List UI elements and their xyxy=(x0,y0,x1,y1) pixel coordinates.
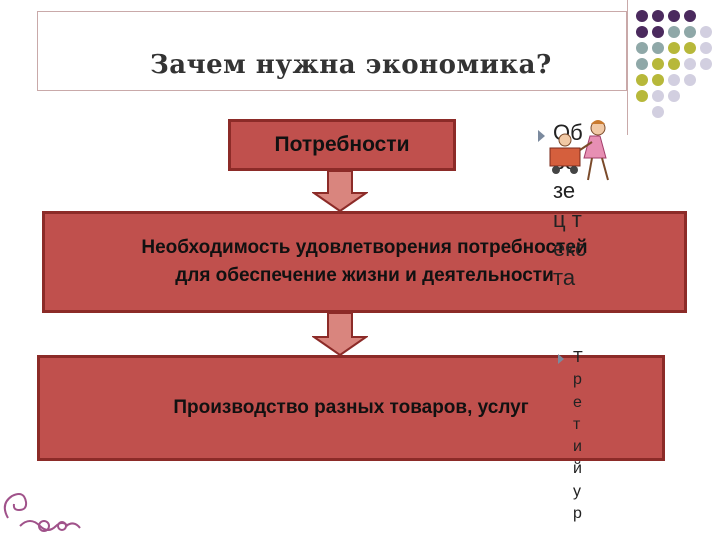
dot xyxy=(636,26,648,38)
dot xyxy=(700,42,712,54)
production-label: Производство разных товаров, услуг xyxy=(173,397,528,419)
dot xyxy=(652,58,664,70)
dot xyxy=(668,26,680,38)
dot xyxy=(684,42,696,54)
dot xyxy=(652,74,664,86)
dot xyxy=(636,58,648,70)
dot xyxy=(668,74,680,86)
dot xyxy=(668,90,680,102)
dot xyxy=(700,58,712,70)
production-box: Производство разных товаров, услуг xyxy=(37,355,665,461)
arrow-down-icon xyxy=(312,313,368,357)
arrow-down-icon xyxy=(312,171,368,213)
divider-line xyxy=(627,0,628,135)
dot xyxy=(652,26,664,38)
dot xyxy=(652,90,664,102)
placeholder-text-2: Третий ур xyxy=(573,347,587,525)
kids-playing-icon xyxy=(546,118,618,190)
dot xyxy=(636,10,648,22)
dot xyxy=(652,10,664,22)
dot xyxy=(668,42,680,54)
needs-box: Потребности xyxy=(228,119,456,171)
dot xyxy=(636,42,648,54)
bullet-triangle-icon xyxy=(538,130,545,142)
dot xyxy=(652,106,664,118)
dot xyxy=(636,90,648,102)
dot xyxy=(684,26,696,38)
dot xyxy=(684,74,696,86)
dot xyxy=(684,10,696,22)
bullet-triangle-icon xyxy=(558,354,564,364)
dot xyxy=(652,42,664,54)
necessity-line-1: Необходимость удовлетворения потребносте… xyxy=(141,234,587,262)
dot xyxy=(636,74,648,86)
swirl-ornament-icon xyxy=(0,478,90,540)
dot xyxy=(668,58,680,70)
dot xyxy=(700,26,712,38)
necessity-line-2: для обеспечение жизни и деятельности xyxy=(141,262,587,290)
necessity-box: Необходимость удовлетворения потребносте… xyxy=(42,211,687,313)
slide-title: Зачем нужна экономика? xyxy=(150,50,552,80)
dot xyxy=(700,10,712,22)
dot xyxy=(684,58,696,70)
needs-label: Потребности xyxy=(275,133,410,157)
dot xyxy=(668,10,680,22)
